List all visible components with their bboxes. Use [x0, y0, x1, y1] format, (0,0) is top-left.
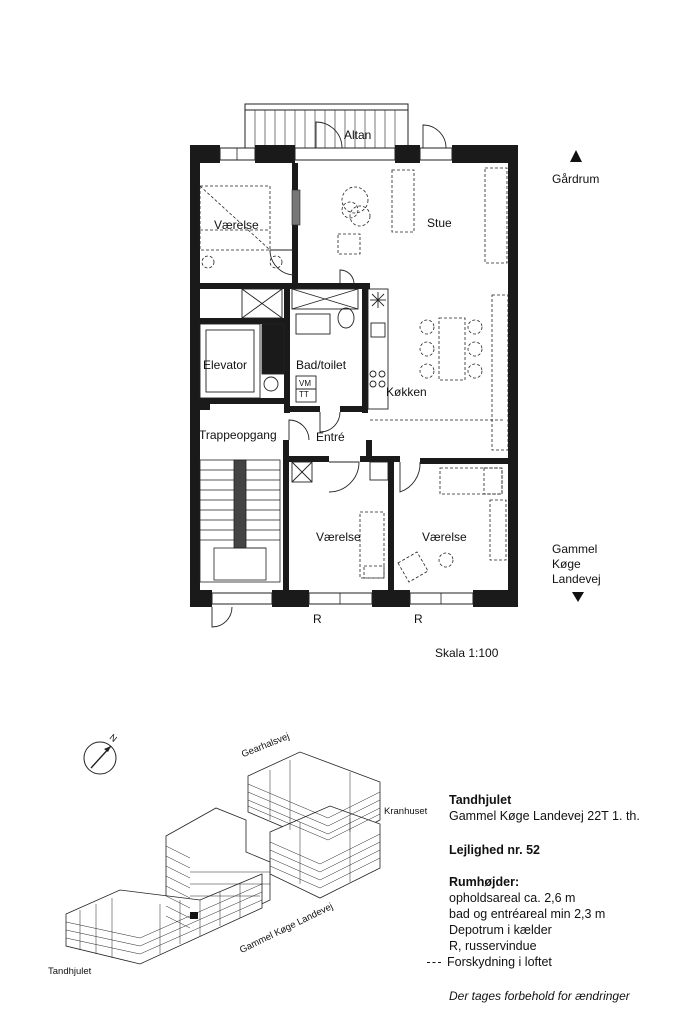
window-mark-r2: R [414, 612, 423, 626]
label-vaerelse-top: Værelse [214, 218, 259, 232]
label-gammel: Gammel [552, 542, 598, 556]
info-line: R, russervindue [449, 939, 537, 953]
info-line: bad og entréareal min 2,3 m [449, 907, 606, 921]
label-landevej: Landevej [552, 572, 601, 586]
label-vaerelse-right: Værelse [422, 530, 467, 544]
wall-top-mid1 [255, 145, 295, 163]
compass-icon [83, 741, 117, 775]
wall-top-mid2 [395, 145, 420, 163]
north-arrow [570, 150, 582, 162]
label-koekken: Køkken [386, 385, 427, 399]
heights-title: Rumhøjder: [449, 875, 520, 889]
scale-label: Skala 1:100 [435, 646, 499, 660]
label-elevator: Elevator [203, 358, 248, 372]
wall-right [508, 145, 518, 607]
label-stue: Stue [427, 216, 452, 230]
dashed-line-icon [427, 962, 441, 964]
label-entre: Entré [316, 430, 345, 444]
wall-left [190, 145, 200, 607]
disclaimer: Der tages forbehold for ændringer [449, 989, 630, 1003]
floor-plan [190, 103, 584, 628]
label-gaardrum: Gårdrum [552, 172, 600, 186]
wall-bottom-1 [190, 590, 212, 607]
window-mark-r1: R [313, 612, 322, 626]
apartment-marker [190, 912, 198, 919]
south-arrow [572, 592, 584, 602]
label-bad: Bad/toilet [296, 358, 347, 372]
label-koege: Køge [552, 557, 581, 571]
wall-top-right [452, 145, 516, 163]
label-altan: Altan [344, 128, 372, 142]
legend-row: Forskydning i loftet [427, 954, 640, 970]
building-kranhuset: Kranhuset [384, 806, 428, 817]
info-line: Depotrum i kælder [449, 923, 552, 937]
apartment-number: Lejlighed nr. 52 [449, 843, 540, 857]
label-trappe: Trappeopgang [199, 428, 277, 442]
wall-bottom-3 [372, 590, 410, 607]
project-name: Tandhjulet [449, 793, 512, 807]
legend-label: Forskydning i loftet [447, 955, 552, 969]
wall-bottom-4 [473, 590, 518, 607]
label-tt: TT [299, 390, 309, 399]
address: Gammel Køge Landevej 22T 1. th. [449, 809, 640, 823]
building-tandhjulet: Tandhjulet [48, 966, 92, 977]
wall-bottom-2 [272, 590, 309, 607]
label-vm: VM [299, 379, 311, 388]
info-line: opholdsareal ca. 2,6 m [449, 891, 576, 905]
info-block: Tandhjulet Gammel Køge Landevej 22T 1. t… [427, 792, 640, 970]
label-vaerelse-mid: Værelse [316, 530, 361, 544]
